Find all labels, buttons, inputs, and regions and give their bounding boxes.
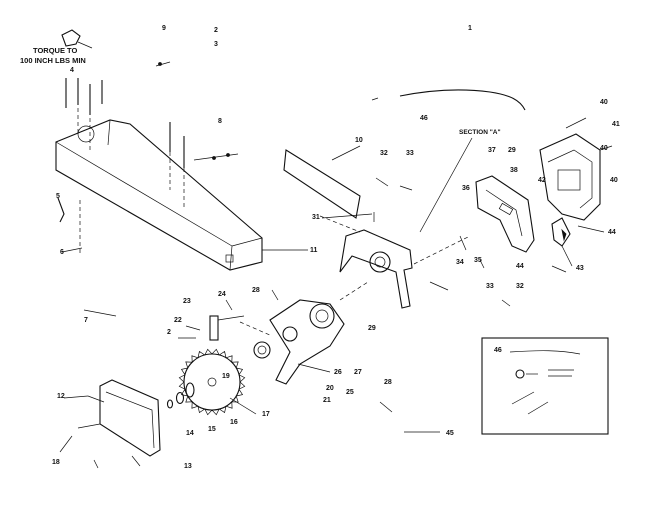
callout-33: 33 <box>406 150 414 157</box>
callout-29b: 29 <box>508 147 516 154</box>
callout-4: 4 <box>70 67 74 74</box>
callout-20: 20 <box>326 385 334 392</box>
mounting-bracket <box>61 29 93 49</box>
callout-10: 10 <box>355 137 363 144</box>
callout-15: 15 <box>208 426 216 433</box>
callout-16: 16 <box>230 419 238 426</box>
callout-21: 21 <box>323 397 331 404</box>
callout-45: 45 <box>446 430 454 437</box>
callout-1: 1 <box>468 25 472 32</box>
callout-32b: 32 <box>516 283 524 290</box>
motor <box>239 281 369 385</box>
callout-42: 42 <box>538 177 546 184</box>
callout-28: 28 <box>252 287 260 294</box>
callout-25: 25 <box>346 389 354 396</box>
callout-40: 40 <box>600 99 608 106</box>
trigger-switch <box>551 217 571 247</box>
arbor-hardware <box>178 315 245 341</box>
power-cord <box>399 89 526 111</box>
callout-40c: 40 <box>610 177 618 184</box>
handle-housing <box>539 117 613 221</box>
callout-2b: 2 <box>167 329 171 336</box>
section-a-label: SECTION "A" <box>459 129 501 136</box>
callout-33b: 33 <box>486 283 494 290</box>
saw-blade <box>178 348 246 416</box>
callout-5: 5 <box>56 193 60 200</box>
callout-23: 23 <box>183 298 191 305</box>
blade-guard <box>77 379 161 457</box>
callout-38: 38 <box>510 167 518 174</box>
inset-callout-46: 46 <box>494 347 502 354</box>
section-a-leader <box>419 137 473 233</box>
small-hardware <box>59 61 567 469</box>
callout-17: 17 <box>262 411 270 418</box>
callout-37: 37 <box>488 147 496 154</box>
radial-arm <box>55 119 263 271</box>
callout-26: 26 <box>334 369 342 376</box>
callout-34: 34 <box>456 259 464 266</box>
callout-22: 22 <box>174 317 182 324</box>
callout-labels: 1 2 2 3 4 5 6 7 8 9 10 11 12 13 14 15 16… <box>52 25 620 470</box>
arm-cover <box>283 149 361 219</box>
callout-13: 13 <box>184 463 192 470</box>
callout-6: 6 <box>60 249 64 256</box>
yoke <box>319 215 471 309</box>
callout-18: 18 <box>52 459 60 466</box>
callout-44b: 44 <box>608 229 616 236</box>
callout-28b: 28 <box>384 379 392 386</box>
carriage-handle <box>475 175 535 253</box>
callout-11: 11 <box>310 247 318 254</box>
callout-3: 3 <box>214 41 218 48</box>
callout-36: 36 <box>462 185 470 192</box>
lock-lever <box>57 197 83 256</box>
cover-screws <box>169 122 239 210</box>
callout-2: 2 <box>214 27 218 34</box>
callout-44: 44 <box>516 263 524 270</box>
callout-32: 32 <box>380 150 388 157</box>
callout-7: 7 <box>84 317 88 324</box>
callout-8: 8 <box>218 118 222 125</box>
callout-12: 12 <box>57 393 65 400</box>
callout-27: 27 <box>354 369 362 376</box>
callout-14: 14 <box>186 430 194 437</box>
torque-note-line2: 100 INCH LBS MIN <box>20 56 86 65</box>
callout-9: 9 <box>162 25 166 32</box>
inset-detail <box>481 337 609 435</box>
callout-35: 35 <box>474 257 482 264</box>
arm-bolts <box>65 78 103 150</box>
callout-24: 24 <box>218 291 226 298</box>
callout-46: 46 <box>420 115 428 122</box>
callout-31: 31 <box>312 214 320 221</box>
callout-40b: 40 <box>600 145 608 152</box>
callout-29: 29 <box>368 325 376 332</box>
leader-lines <box>63 145 605 415</box>
callout-43: 43 <box>576 265 584 272</box>
torque-note-line1: TORQUE TO <box>33 46 77 55</box>
blade-washers <box>166 382 195 409</box>
callout-41: 41 <box>612 121 620 128</box>
callout-19: 19 <box>222 373 230 380</box>
